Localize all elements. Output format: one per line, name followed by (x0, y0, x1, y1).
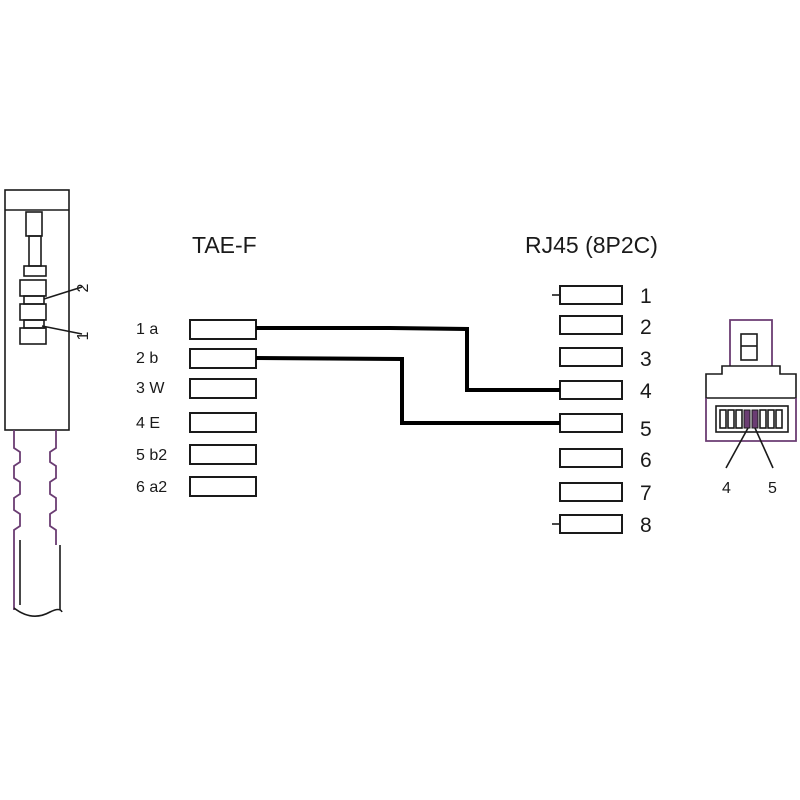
rj45-pin-box (559, 448, 623, 468)
rj45-pin-box (559, 315, 623, 335)
tae-pin-label: 5 b2 (136, 447, 167, 464)
rj45-pin-number: 4 (640, 380, 652, 403)
rj45-pin-number: 3 (640, 348, 652, 371)
rj45-plug-callout-5: 5 (768, 480, 777, 497)
rj45-pin-box (559, 482, 623, 502)
rj45-pin-number: 1 (640, 285, 652, 308)
tae-pin-box (189, 378, 257, 399)
tae-plug-drawing (4, 189, 83, 617)
tae-f-title: TAE-F (192, 232, 257, 258)
rj45-pin-number: 7 (640, 482, 652, 505)
tae-pin-box (189, 348, 257, 369)
tae-pin-box (189, 476, 257, 497)
rj45-pin-box (559, 514, 623, 534)
tae-pin-label: 1 a (136, 321, 158, 338)
tae-pin-label: 6 a2 (136, 479, 167, 496)
rj45-pin-box (559, 285, 623, 305)
tae-plug-callout-2: 2 (75, 283, 92, 292)
tae-pin-box (189, 444, 257, 465)
rj45-pin-box (559, 413, 623, 433)
tae-plug-callout-1: 1 (75, 331, 92, 340)
rj45-pin-number: 5 (640, 418, 652, 441)
rj45-plug-callout-4: 4 (722, 480, 731, 497)
rj45-pin-number: 2 (640, 316, 652, 339)
tae-pin-label: 2 b (136, 350, 158, 367)
wire-1a-to-pin4 (256, 326, 560, 392)
rj45-pin-number: 8 (640, 514, 652, 537)
rj45-pin-number: 6 (640, 449, 652, 472)
tae-pin-list: 1 a 2 b 3 W 4 E 5 b2 6 a2 (136, 319, 257, 497)
rj45-pin-list: 1 2 3 4 5 6 7 8 (552, 285, 652, 537)
tae-pin-box (189, 319, 257, 340)
tae-pin-box (189, 412, 257, 433)
rj45-title: RJ45 (8P2C) (525, 232, 658, 258)
wire-2b-to-pin5 (255, 356, 560, 425)
rj45-pin-box (559, 347, 623, 367)
rj45-plug-drawing (705, 319, 797, 469)
tae-pin-label: 3 W (136, 380, 165, 397)
tae-pin-label: 4 E (136, 415, 160, 432)
rj45-pin-box (559, 380, 623, 400)
